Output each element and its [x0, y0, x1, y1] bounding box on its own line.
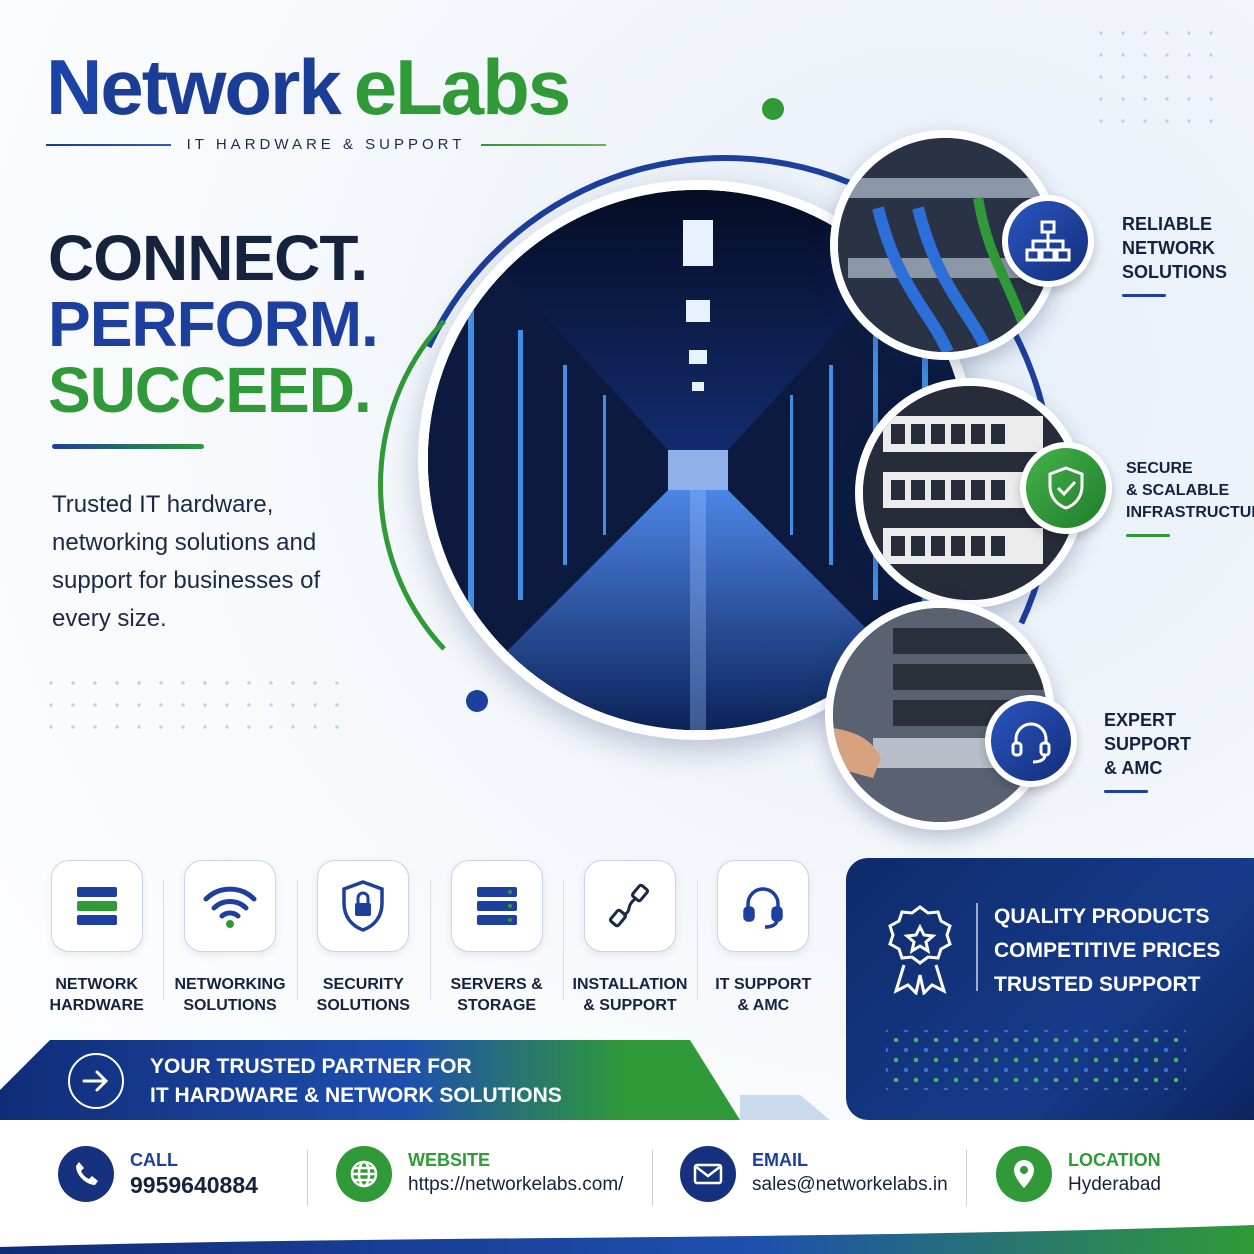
feature-image-cables: [830, 130, 1060, 360]
contact-separator: [652, 1150, 653, 1206]
shield-check-icon: [1020, 442, 1112, 534]
feature-3-underline: [1104, 790, 1148, 793]
dot-pattern-top: [1090, 22, 1230, 132]
feature-3-line2: SUPPORT: [1104, 734, 1192, 754]
feature-label-secure-infrastructure: SECURE & SCALABLE INFRASTRUCTURE: [1126, 458, 1254, 537]
contact-website[interactable]: WEBSITE https://networkelabs.com/: [336, 1146, 623, 1202]
contact-call[interactable]: CALL 9959640884: [58, 1146, 258, 1202]
bottom-wave: [0, 1225, 1254, 1254]
server-rack-icon: [50, 860, 143, 952]
headset-icon: [717, 860, 810, 952]
feature-2-line1: SECURE: [1126, 460, 1193, 477]
competitive-prices: COMPETITIVE PRICES: [994, 939, 1221, 962]
headline-perform: PERFORM.: [48, 288, 379, 360]
server-storage-icon: [450, 860, 543, 952]
location-value: Hyderabad: [1068, 1174, 1161, 1195]
service-servers-storage[interactable]: SERVERS &STORAGE: [429, 860, 563, 1016]
contact-separator: [307, 1150, 308, 1206]
service-it-support-amc[interactable]: IT SUPPORT& AMC: [696, 860, 830, 1016]
quality-panel: QUALITY PRODUCTS COMPETITIVE PRICES TRUS…: [846, 858, 1254, 1120]
service-label: SERVERS &STORAGE: [450, 976, 543, 1014]
service-label: INSTALLATION& SUPPORT: [572, 976, 688, 1014]
tagline-banner: [0, 1040, 830, 1120]
headline: CONNECT. PERFORM. SUCCEED.: [48, 222, 379, 426]
contact-location[interactable]: LOCATION Hyderabad: [996, 1146, 1161, 1202]
globe-icon: [336, 1146, 392, 1202]
feature-1-line1: RELIABLE: [1122, 214, 1212, 234]
feature-label-reliable-network: RELIABLE NETWORK SOLUTIONS: [1122, 212, 1227, 297]
dot-pattern-left: [40, 672, 340, 742]
tagline-line1: YOUR TRUSTED PARTNER FOR: [150, 1055, 472, 1078]
envelope-icon: [680, 1146, 736, 1202]
call-number[interactable]: 9959640884: [130, 1172, 258, 1198]
feature-3-line1: EXPERT: [1104, 710, 1177, 730]
feature-1-line2: NETWORK: [1122, 238, 1215, 258]
logo-tagline: IT HARDWARE & SUPPORT: [186, 136, 466, 153]
headline-underline: [52, 444, 204, 449]
decorative-arc-green: [378, 255, 798, 715]
tagline-rule-right: [481, 143, 607, 146]
award-ribbon-icon: [884, 903, 956, 1000]
arc-dot-blue: [466, 690, 488, 712]
feature-1-line3: SOLUTIONS: [1122, 262, 1228, 282]
network-hierarchy-icon: [1002, 195, 1094, 287]
arc-dot-green: [762, 98, 784, 120]
feature-2-line2: & SCALABLE: [1126, 482, 1230, 499]
map-pin-icon: [996, 1146, 1052, 1202]
location-label: LOCATION: [1068, 1150, 1161, 1170]
arrow-right-icon[interactable]: [68, 1053, 124, 1109]
feature-2-underline: [1126, 534, 1170, 537]
logo-tagline-row: IT HARDWARE & SUPPORT: [46, 136, 607, 153]
website-label: WEBSITE: [408, 1150, 491, 1170]
logo-elabs: eLabs: [353, 43, 571, 131]
tagline-rule-left: [46, 143, 171, 146]
email-label: EMAIL: [752, 1150, 808, 1170]
intro-text: Trusted IT hardware, networking solution…: [52, 491, 321, 632]
trusted-support: TRUSTED SUPPORT: [994, 973, 1201, 996]
feature-1-underline: [1122, 294, 1166, 297]
contact-email[interactable]: EMAIL sales@networkelabs.in: [680, 1146, 948, 1202]
wifi-icon: [183, 860, 276, 952]
headset-icon: [985, 695, 1077, 787]
feature-label-expert-support: EXPERT SUPPORT & AMC: [1104, 708, 1191, 793]
feature-3-line3: & AMC: [1104, 758, 1163, 778]
quality-products: QUALITY PRODUCTS: [994, 905, 1210, 928]
shield-lock-icon: [317, 860, 410, 952]
logo-letter-n: N: [46, 43, 102, 131]
contact-separator: [966, 1150, 967, 1206]
headline-succeed: SUCCEED.: [48, 354, 372, 426]
phone-icon: [58, 1146, 114, 1202]
logo-etwork: etwork: [100, 43, 341, 131]
headline-connect: CONNECT.: [48, 222, 368, 294]
quality-dot-pattern: [886, 1030, 1186, 1090]
tagline-line2: IT HARDWARE & NETWORK SOLUTIONS: [150, 1084, 562, 1107]
cable-icon: [583, 860, 676, 952]
email-address[interactable]: sales@networkelabs.in: [752, 1174, 948, 1195]
service-label: IT SUPPORT& AMC: [715, 976, 812, 1014]
tagline-text: YOUR TRUSTED PARTNER FOR IT HARDWARE & N…: [150, 1052, 562, 1110]
website-link[interactable]: https://networkelabs.com/: [408, 1174, 624, 1195]
quality-list: QUALITY PRODUCTS COMPETITIVE PRICES TRUS…: [994, 900, 1220, 1002]
service-installation-support[interactable]: INSTALLATION& SUPPORT: [563, 860, 696, 1016]
quality-divider: [976, 903, 978, 991]
call-label: CALL: [130, 1150, 178, 1170]
feature-2-line3: INFRASTRUCTURE: [1126, 504, 1254, 521]
